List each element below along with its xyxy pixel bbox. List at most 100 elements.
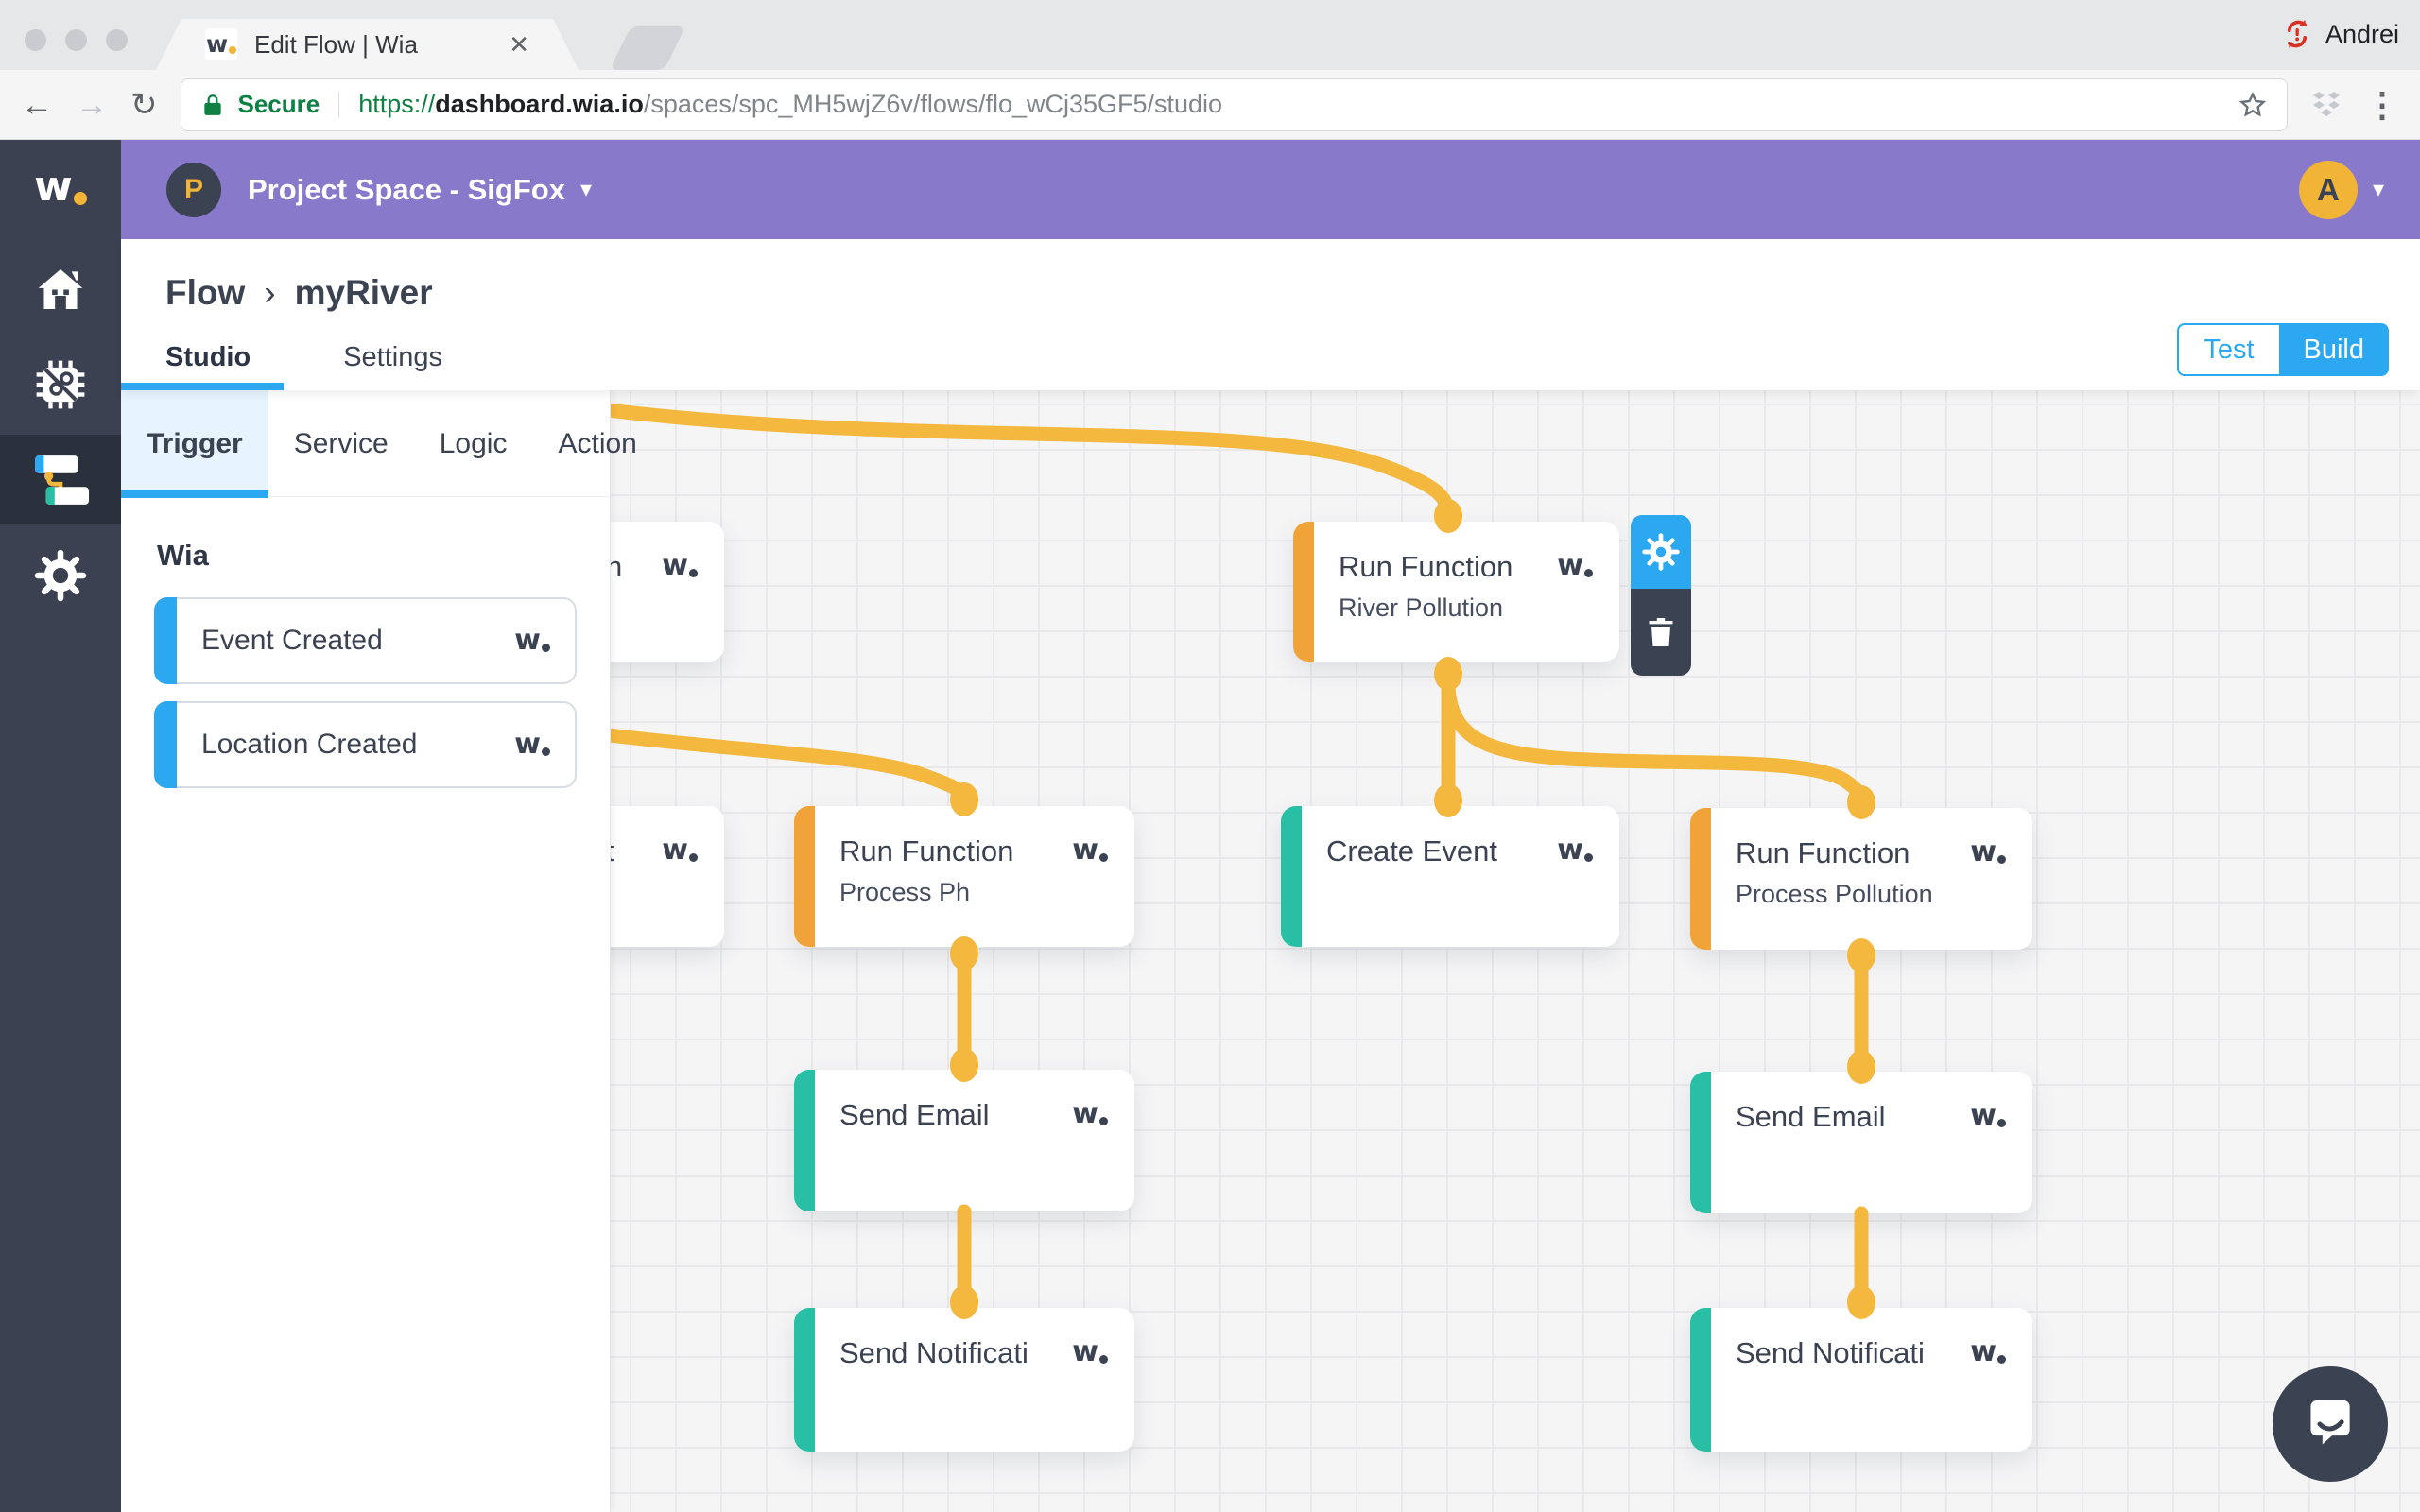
user-avatar[interactable]: A xyxy=(2298,160,2358,219)
window-minimize-button[interactable] xyxy=(65,29,87,51)
node-title: Send Notificati xyxy=(839,1336,1028,1369)
gear-icon xyxy=(1642,533,1680,571)
gear-icon xyxy=(34,549,87,602)
flow-node-run-function-river[interactable]: Run Function River Pollution w xyxy=(1293,522,1619,662)
node-title: Run Function xyxy=(1339,550,1513,583)
node-accent-bar xyxy=(794,1070,815,1211)
window-close-button[interactable] xyxy=(25,29,46,51)
wia-badge: w xyxy=(1557,836,1593,865)
build-button[interactable]: Build xyxy=(2278,323,2389,376)
node-accent-bar xyxy=(1281,806,1302,947)
node-title: Run Function xyxy=(1736,836,1910,869)
app-header: P Project Space - SigFox ▾ A ▾ xyxy=(121,140,2420,239)
wia-badge: w xyxy=(662,552,698,580)
node-title: Run Function xyxy=(839,834,1014,868)
palette-tabs: Trigger Service Logic Action xyxy=(121,390,637,498)
secure-label[interactable]: Secure xyxy=(237,90,320,118)
app-sidebar: w xyxy=(0,140,121,1512)
new-tab-button[interactable] xyxy=(609,26,686,70)
palette-group-heading: Wia xyxy=(157,539,209,572)
forward-icon[interactable]: → xyxy=(76,86,108,123)
palette-tab-service[interactable]: Service xyxy=(293,427,389,459)
node-accent-bar xyxy=(1690,808,1711,950)
tab-close-icon[interactable]: ✕ xyxy=(509,29,529,59)
flow-node-run-function-process-pollution[interactable]: Run Function Process Pollution w xyxy=(1690,808,2032,950)
node-accent-bar xyxy=(1690,1308,1711,1452)
wia-favicon: w xyxy=(205,28,237,60)
page-subheader: Flow › myRiver Studio Settings Test Buil… xyxy=(121,239,2420,390)
node-subtitle: Process Ph xyxy=(839,878,971,906)
sidebar-item-home[interactable] xyxy=(0,263,121,316)
wia-badge: w xyxy=(514,627,550,655)
palette-tab-trigger[interactable]: Trigger xyxy=(121,390,268,498)
flow-node-send-email-2[interactable]: Send Email w xyxy=(1690,1072,2032,1213)
back-icon[interactable]: ← xyxy=(21,86,53,123)
node-delete-button[interactable] xyxy=(1631,589,1691,676)
card-accent-bar xyxy=(154,701,177,788)
wia-badge: w xyxy=(1072,1338,1108,1366)
project-avatar[interactable]: P xyxy=(166,162,221,217)
palette-tab-action[interactable]: Action xyxy=(558,427,637,459)
bookmark-star-icon[interactable] xyxy=(2238,90,2268,120)
palette-item-event-created[interactable]: Event Created w xyxy=(154,597,577,684)
active-tab-underline xyxy=(121,383,284,390)
node-action-buttons xyxy=(1631,515,1691,676)
wia-logo[interactable]: w xyxy=(34,166,87,208)
url-text[interactable]: https://dashboard.wia.io/spaces/spc_MH5w… xyxy=(358,90,1222,119)
wia-badge: w xyxy=(1557,552,1593,580)
browser-titlebar: w Edit Flow | Wia ✕ Andrei xyxy=(0,0,2420,70)
browser-toolbar: ← → ↻ Secure https://dashboard.wia.io/sp… xyxy=(0,70,2420,140)
node-accent-bar xyxy=(794,1308,815,1452)
url-host: dashboard.wia.io xyxy=(435,90,644,118)
browser-tab[interactable]: w Edit Flow | Wia ✕ xyxy=(156,19,579,70)
support-chat-button[interactable] xyxy=(2273,1366,2388,1482)
window-zoom-button[interactable] xyxy=(106,29,128,51)
wia-badge: w xyxy=(1970,1338,2006,1366)
flow-icon xyxy=(35,455,90,505)
breadcrumb: Flow › myRiver xyxy=(165,273,433,313)
tab-studio[interactable]: Studio xyxy=(165,342,251,372)
flow-node-send-email-1[interactable]: Send Email w xyxy=(794,1070,1134,1211)
palette-item-location-created[interactable]: Location Created w xyxy=(154,701,577,788)
test-button[interactable]: Test xyxy=(2177,323,2279,376)
flow-node-create-event[interactable]: Create Event w xyxy=(1281,806,1619,947)
trash-icon xyxy=(1649,618,1673,646)
address-bar[interactable]: Secure https://dashboard.wia.io/spaces/s… xyxy=(180,77,2288,131)
window-controls xyxy=(25,29,128,51)
sidebar-item-devices[interactable] xyxy=(0,357,121,412)
project-caret-icon[interactable]: ▾ xyxy=(579,177,592,202)
flow-node-send-notification-1[interactable]: Send Notificati w xyxy=(794,1308,1134,1452)
palette-item-label: Event Created xyxy=(201,625,383,656)
palette-tab-logic[interactable]: Logic xyxy=(439,427,508,459)
breadcrumb-page: myRiver xyxy=(294,273,433,312)
chip-icon xyxy=(36,360,85,409)
refresh-icon[interactable]: ↻ xyxy=(130,86,158,123)
flow-node-run-function-process-ph[interactable]: Run Function Process Ph w xyxy=(794,806,1134,947)
card-accent-bar xyxy=(154,597,177,684)
chat-bubble-icon xyxy=(2310,1400,2350,1445)
wia-badge: w xyxy=(1970,1102,2006,1130)
flow-node-send-notification-2[interactable]: Send Notificati w xyxy=(1690,1308,2032,1452)
sidebar-item-flows-active[interactable] xyxy=(0,435,121,524)
os-user-name: Andrei xyxy=(2325,19,2399,48)
wia-badge: w xyxy=(1970,838,2006,867)
browser-menu-icon[interactable]: ⋮ xyxy=(2365,84,2399,124)
tab-title: Edit Flow | Wia xyxy=(254,29,418,59)
node-title: Send Email xyxy=(1736,1100,1886,1133)
node-palette: Trigger Service Logic Action Wia Event C… xyxy=(121,390,637,1512)
sidebar-item-settings[interactable] xyxy=(0,548,121,603)
url-scheme: https:// xyxy=(358,90,436,118)
wia-badge: w xyxy=(1072,836,1108,865)
project-title[interactable]: Project Space - SigFox xyxy=(248,172,565,206)
node-subtitle: River Pollution xyxy=(1339,593,1504,622)
dropbox-extension-icon[interactable] xyxy=(2310,90,2342,120)
node-title: Send Email xyxy=(839,1098,990,1131)
tab-settings[interactable]: Settings xyxy=(343,342,442,372)
node-settings-button[interactable] xyxy=(1631,515,1691,589)
breadcrumb-section[interactable]: Flow xyxy=(165,273,246,312)
update-alert-icon[interactable] xyxy=(2280,17,2314,51)
wia-badge: w xyxy=(662,836,698,865)
user-caret-icon[interactable]: ▾ xyxy=(2372,177,2384,202)
mode-switch: Test Build xyxy=(2177,323,2389,376)
home-icon xyxy=(38,269,83,309)
